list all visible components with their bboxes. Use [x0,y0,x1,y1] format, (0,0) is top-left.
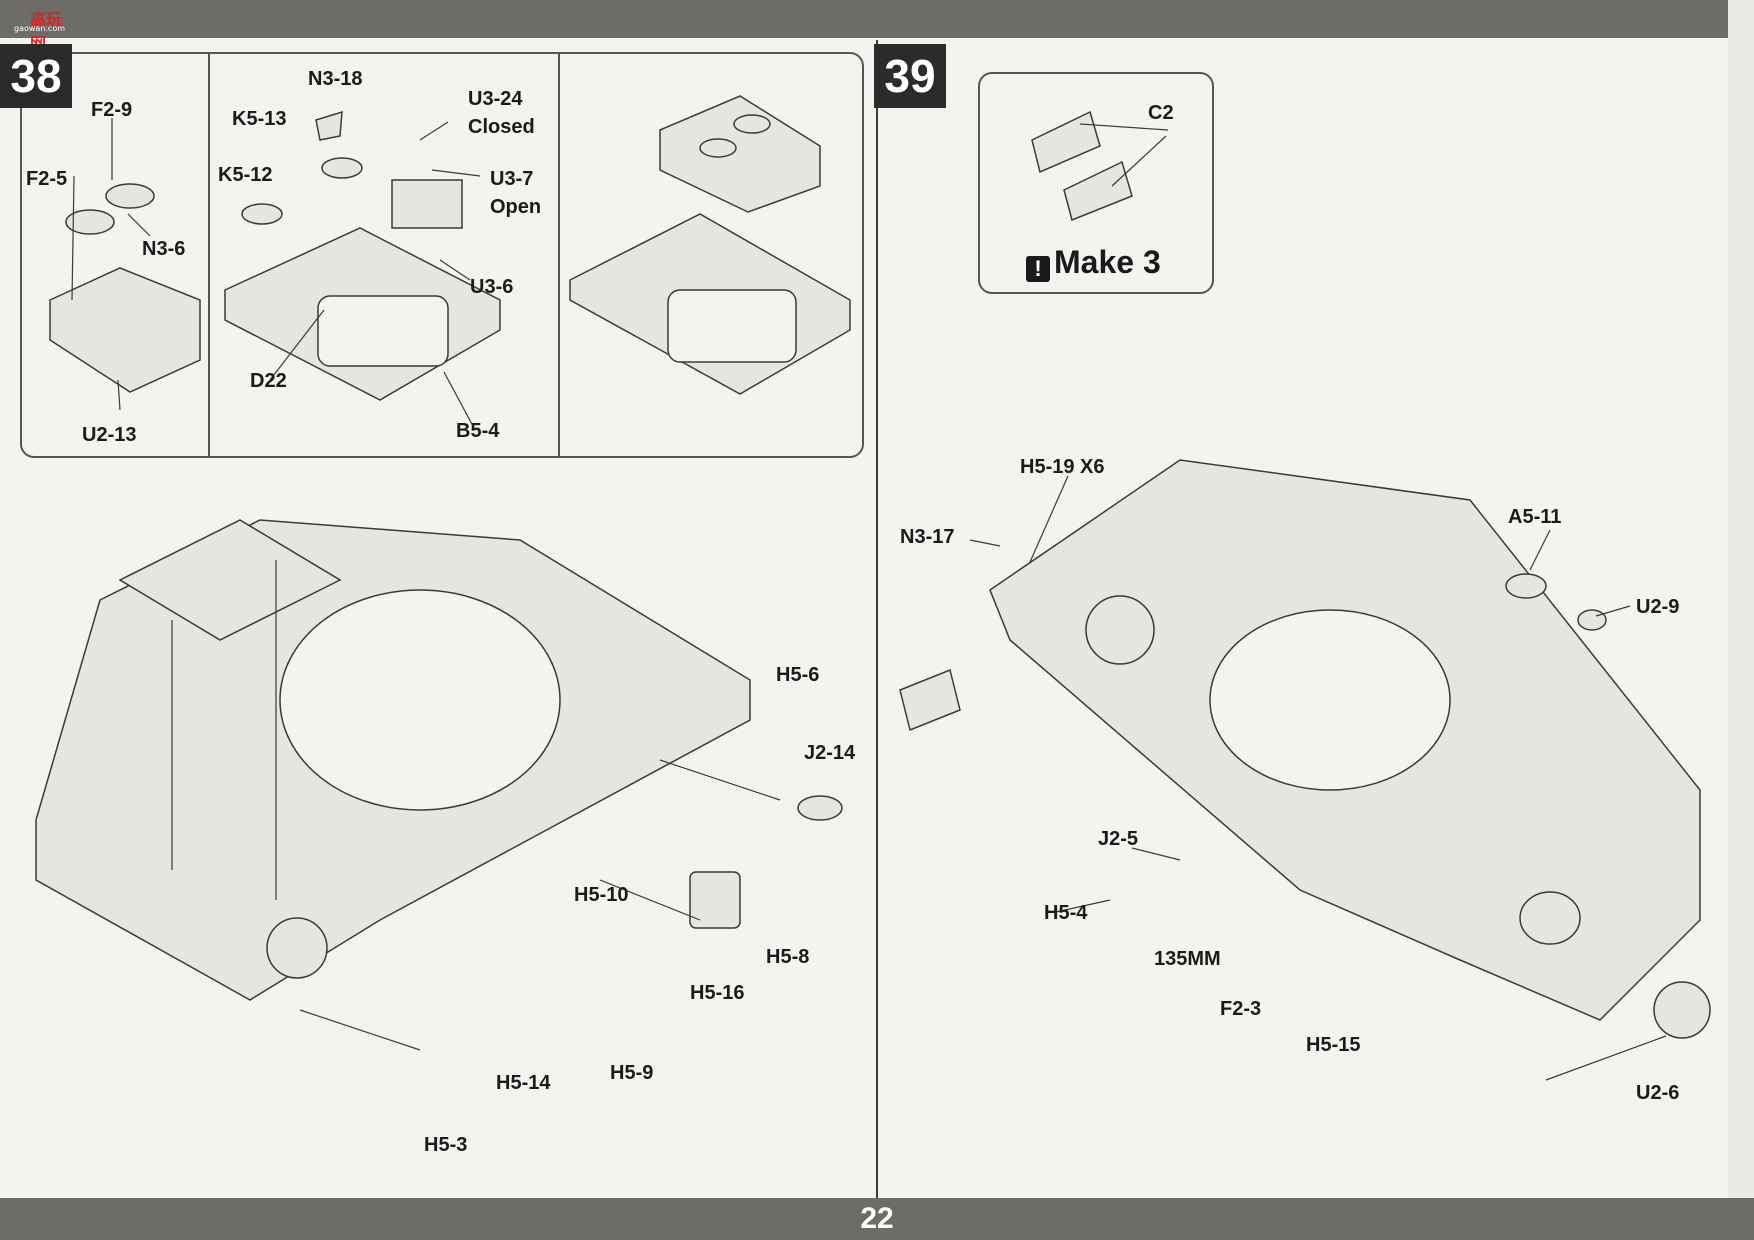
hatch-disc [699,138,737,158]
part-label: J2-5 [1098,828,1139,850]
part-label: U2-9 [1636,596,1680,618]
part-u2-6 [1653,981,1711,1039]
part-label: U2-13 [82,424,137,446]
part-label: H5-6 [776,664,820,686]
warning-icon: ! [1026,256,1050,282]
step38-subpanel [20,52,864,458]
part-label: A5-11 [1508,506,1562,528]
part-label: H5-3 [424,1134,468,1156]
hull-plate-u2-13 [49,267,201,393]
part-label: D22 [250,370,287,392]
spare-track-links [899,668,961,732]
part-label: U3-7 [490,168,534,190]
part-label: K5-13 [232,108,287,130]
part-label: Closed [468,116,535,138]
part-label: J2-14 [804,742,856,764]
make-text: Make 3 [1054,244,1161,280]
part-label: Open [490,196,542,218]
turret-ring-opening [279,589,561,811]
bottom-band [0,1198,1754,1240]
hatch-disc [65,209,115,235]
page-number: 22 [860,1202,894,1235]
make-callout [978,72,1214,294]
deck-opening [667,289,797,363]
part-label: N3-18 [308,68,363,90]
make-quantity: !Make 3 [1026,244,1161,282]
part-label: U2-6 [1636,1082,1680,1104]
top-band [0,0,1754,38]
part-label: H5-4 [1044,902,1088,924]
part-label: H5-19 X6 [1020,456,1105,478]
part-label: H5-15 [1306,1034,1361,1056]
mesh-grille [1085,595,1155,665]
part-label: F2-5 [26,168,68,190]
stowage-box [391,179,463,229]
track-links-c2 [1063,160,1133,222]
leader-lines [71,118,1667,1081]
turret-ring-opening [1209,609,1451,791]
part-label: H5-10 [574,884,629,906]
part-u2-9 [1577,609,1607,631]
step-number: 39 [874,44,946,108]
deck-opening [317,295,449,367]
part-label: N3-6 [142,238,186,260]
subpanel-separator [208,52,210,458]
hatch-plate [659,95,821,213]
part-label: H5-14 [496,1072,551,1094]
hatch-disc [733,114,771,134]
part-label: 135MM [1154,948,1221,970]
mesh-grille [266,917,328,979]
part-h5-16 [689,871,741,929]
part-j2-14 [797,795,843,821]
logo-subtext: gaowan.com [14,24,66,33]
part-label: H5-9 [610,1062,654,1084]
part-label: U3-24 [468,88,523,110]
part-label: H5-8 [766,946,810,968]
hatch-disc [241,203,283,225]
part-label: B5-4 [456,420,500,442]
step-divider [876,40,878,1198]
part-a5-11 [1505,573,1547,599]
part-label: N3-17 [900,526,955,548]
part-label: C2 [1148,102,1174,124]
hatch-disc [321,157,363,179]
part-n3-18 [315,110,343,141]
part-label: H5-16 [690,982,745,1004]
subpanel-separator [558,52,560,458]
part-label: K5-12 [218,164,273,186]
part-label: F2-3 [1220,998,1262,1020]
track-links-c2 [1031,110,1101,174]
part-label: U3-6 [470,276,514,298]
step-number: 38 [0,44,72,108]
part-label: F2-9 [91,99,133,121]
page-edge [1728,0,1754,1240]
hatch-disc [105,183,155,209]
engine-deck-plate [118,519,342,641]
rear-hatch-opening [1519,891,1581,945]
